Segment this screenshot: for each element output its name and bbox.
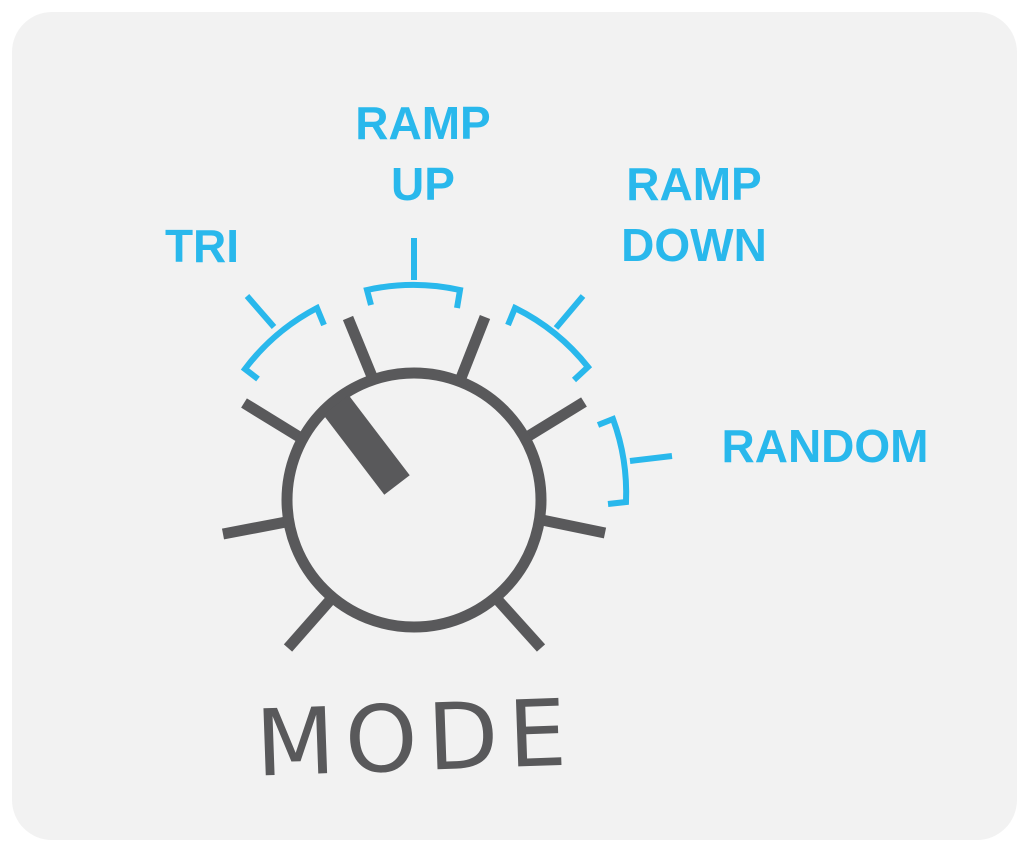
mode-brackets [240, 238, 673, 507]
mode-bracket-tri [240, 294, 327, 382]
knob-tick [221, 516, 288, 540]
mode-bracket-ramp-down [505, 294, 593, 383]
knob-tick [455, 314, 491, 381]
knob-tick [524, 397, 587, 442]
mode-label-tri[interactable]: TRI [165, 220, 239, 272]
mode-bracket-ramp-up [363, 238, 464, 309]
knob-pointer [323, 395, 410, 495]
mode-label-ramp-up-line2[interactable]: UP [391, 158, 455, 210]
mode-labels: TRI RAMP UP RAMP DOWN RANDOM [165, 97, 929, 472]
mode-label-ramp-down-line2[interactable]: DOWN [621, 219, 767, 271]
knob-tick [491, 594, 546, 652]
knob-ticks [221, 314, 607, 652]
knob-tick [540, 514, 607, 539]
mode-label-ramp-down-line1[interactable]: RAMP [626, 158, 761, 210]
knob-body[interactable] [281, 367, 547, 633]
knob-tick [241, 398, 304, 443]
knob-title: MODE [254, 679, 578, 797]
mode-label-random[interactable]: RANDOM [722, 420, 929, 472]
knob-tick [342, 315, 379, 382]
mode-label-ramp-up-line1[interactable]: RAMP [355, 97, 490, 149]
knob-tick [283, 594, 337, 652]
mode-bracket-random [596, 415, 673, 507]
